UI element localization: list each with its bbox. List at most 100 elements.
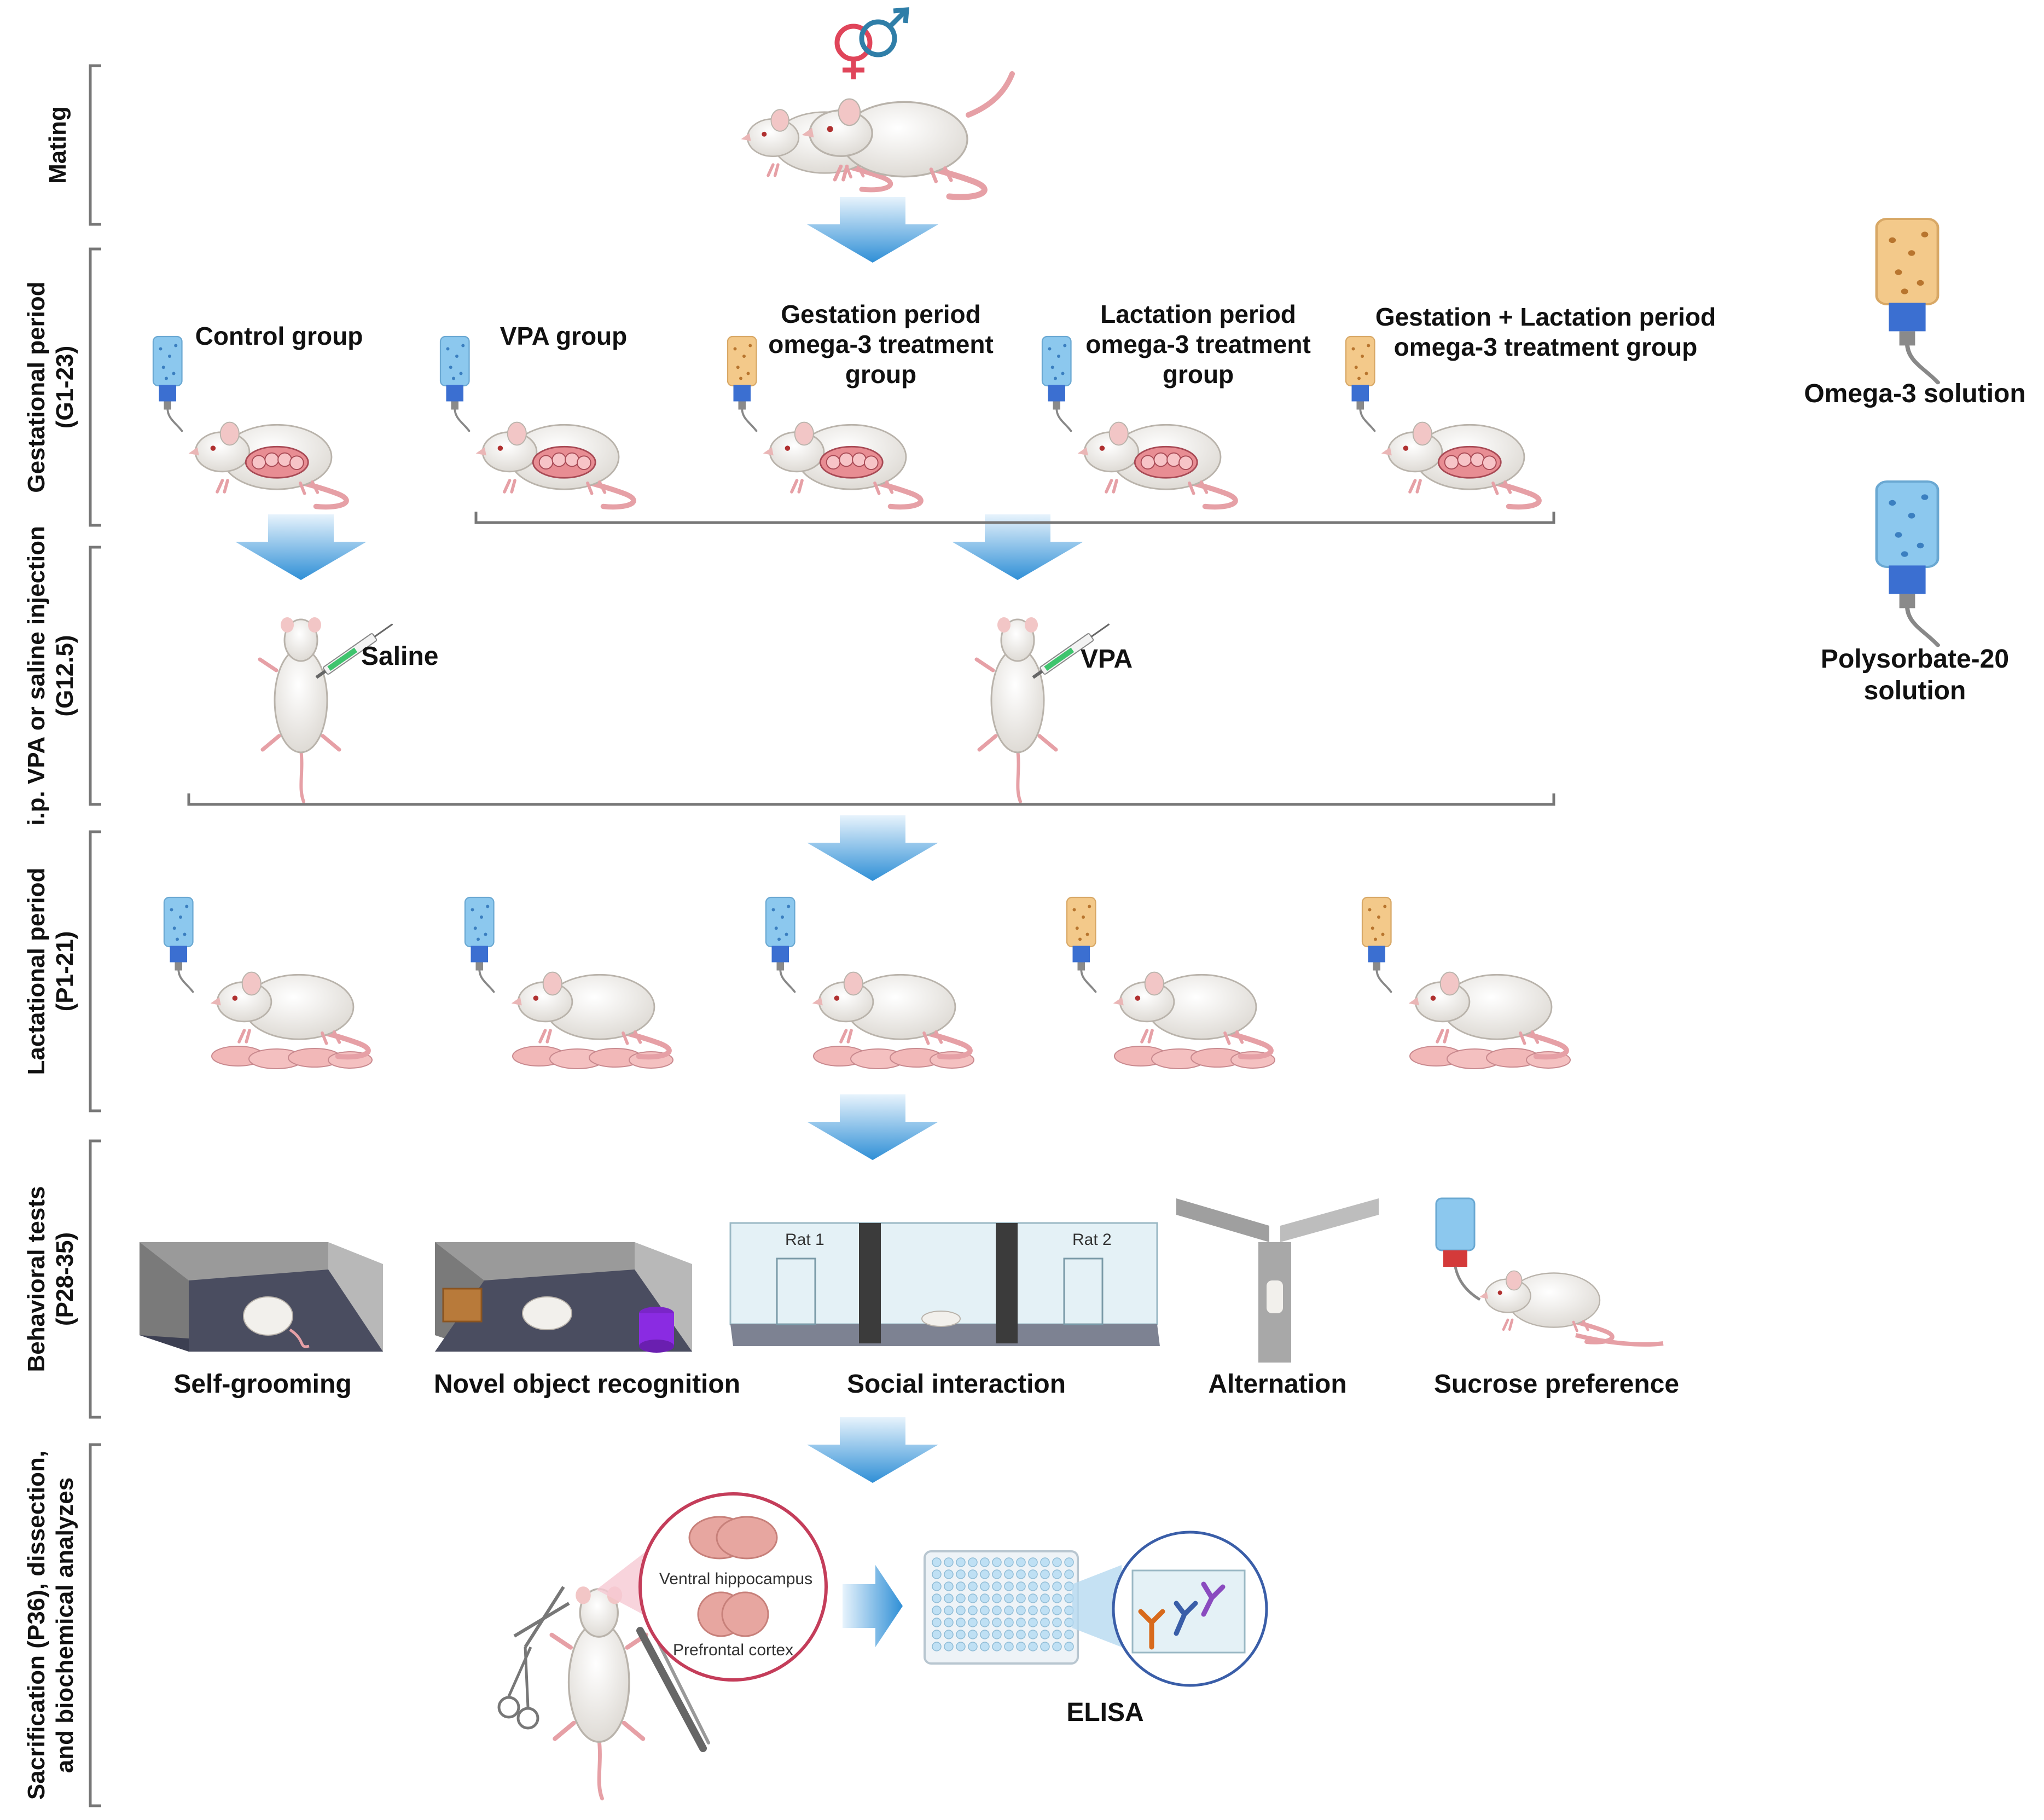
elisa-well: [932, 1581, 942, 1591]
embryos-icon: [1437, 445, 1502, 479]
phase-label-line: Behavioral tests: [23, 1186, 50, 1372]
elisa-well: [1064, 1593, 1074, 1603]
group-0: Control group: [152, 322, 363, 507]
lactating-dam-2: [765, 896, 974, 1069]
elisa-well: [1016, 1618, 1026, 1627]
arrow-down-icon: [807, 1417, 938, 1483]
embryos-icon: [245, 445, 309, 479]
brain-icon: [688, 1516, 778, 1560]
elisa-well: [1064, 1557, 1074, 1567]
phase-bracket: [89, 247, 101, 527]
arrow-down-icon: [807, 815, 938, 881]
scissors-icon: [497, 1586, 570, 1730]
elisa-well: [968, 1642, 978, 1651]
elisa-well: [968, 1569, 978, 1579]
elisa-well: [980, 1630, 990, 1639]
elisa-well: [1016, 1581, 1026, 1591]
elisa-well: [980, 1642, 990, 1651]
test-label: Novel object recognition: [434, 1370, 740, 1399]
phase-label: i.p. VPA or saline injection(G12.5): [23, 526, 78, 826]
rat-icon: [512, 972, 669, 1057]
elisa-well: [944, 1642, 954, 1651]
legend-item-0: Omega-3 solution: [1804, 219, 2026, 408]
test-arena-icon: [1176, 1198, 1379, 1363]
embryos-icon: [819, 445, 884, 479]
elisa-well: [1052, 1593, 1062, 1603]
elisa-well: [1040, 1630, 1050, 1639]
rat-icon: [1113, 972, 1271, 1057]
elisa-well: [992, 1618, 1002, 1627]
group-label: omega-3 treatment: [1085, 330, 1311, 358]
elisa-well: [1052, 1581, 1062, 1591]
elisa-well: [1004, 1630, 1014, 1639]
arrow-right-icon: [843, 1565, 903, 1647]
elisa-well: [932, 1642, 942, 1651]
test-label: Self-grooming: [173, 1370, 351, 1399]
phase-bracket: [89, 1443, 101, 1807]
elisa-well: [1040, 1605, 1050, 1615]
water-bottle-icon: [765, 896, 796, 993]
elisa-well: [944, 1630, 954, 1639]
elisa-well: [1016, 1642, 1026, 1651]
lactational-dams: [163, 896, 1571, 1069]
elisa-well: [968, 1605, 978, 1615]
arrow-down-icon: [952, 514, 1083, 580]
elisa-well: [944, 1618, 954, 1627]
elisa-well: [980, 1581, 990, 1591]
elisa-well: [1016, 1593, 1026, 1603]
elisa-well: [1052, 1630, 1062, 1639]
chamber-label: Rat 2: [1072, 1231, 1112, 1249]
injection-label: Saline: [361, 642, 438, 671]
elisa-well: [1028, 1593, 1038, 1603]
group-label: Control group: [195, 322, 363, 350]
elisa-well: [956, 1593, 966, 1603]
elisa-well: [944, 1605, 954, 1615]
elisa-well: [944, 1557, 954, 1567]
water-bottle-icon: [1877, 219, 1938, 382]
elisa-well: [980, 1618, 990, 1627]
elisa-well: [1028, 1569, 1038, 1579]
elisa-well: [956, 1557, 966, 1567]
elisa-well: [1040, 1581, 1050, 1591]
elisa-well: [1052, 1605, 1062, 1615]
elisa-well: [1016, 1557, 1026, 1567]
phase-label-line: (P1-21): [51, 931, 78, 1012]
water-bottle-icon: [464, 896, 495, 993]
test-label: Sucrose preference: [1434, 1370, 1679, 1399]
phase-bracket: [89, 1139, 101, 1419]
elisa-well: [956, 1605, 966, 1615]
elisa-well: [1004, 1557, 1014, 1567]
lactating-dam-3: [1066, 896, 1275, 1069]
water-bottle-icon: [1345, 335, 1376, 432]
elisa-well: [992, 1581, 1002, 1591]
elisa-well: [1052, 1642, 1062, 1651]
elisa-well: [1064, 1569, 1074, 1579]
elisa-well: [1052, 1557, 1062, 1567]
elisa-well: [992, 1593, 1002, 1603]
elisa-well: [944, 1581, 954, 1591]
group-label: Lactation period: [1100, 300, 1296, 328]
elisa-well: [980, 1605, 990, 1615]
elisa-well: [1064, 1618, 1074, 1627]
elisa-well: [932, 1630, 942, 1639]
phase-label-line: Mating: [44, 106, 71, 184]
rat-icon: [211, 972, 368, 1057]
injection-saline: Saline: [260, 617, 438, 802]
elisa-well: [1052, 1618, 1062, 1627]
test-label: Social interaction: [847, 1370, 1066, 1399]
elisa-well: [1004, 1569, 1014, 1579]
elisa-well: [956, 1581, 966, 1591]
elisa-well: [992, 1630, 1002, 1639]
mating-symbol-icon: [834, 7, 909, 79]
elisa-well: [932, 1569, 942, 1579]
group-1: VPA group: [439, 322, 634, 507]
elisa-well: [1004, 1605, 1014, 1615]
brain-region-label: Ventral hippocampus: [659, 1570, 812, 1588]
elisa-well: [980, 1569, 990, 1579]
lactating-dam-1: [464, 896, 673, 1069]
